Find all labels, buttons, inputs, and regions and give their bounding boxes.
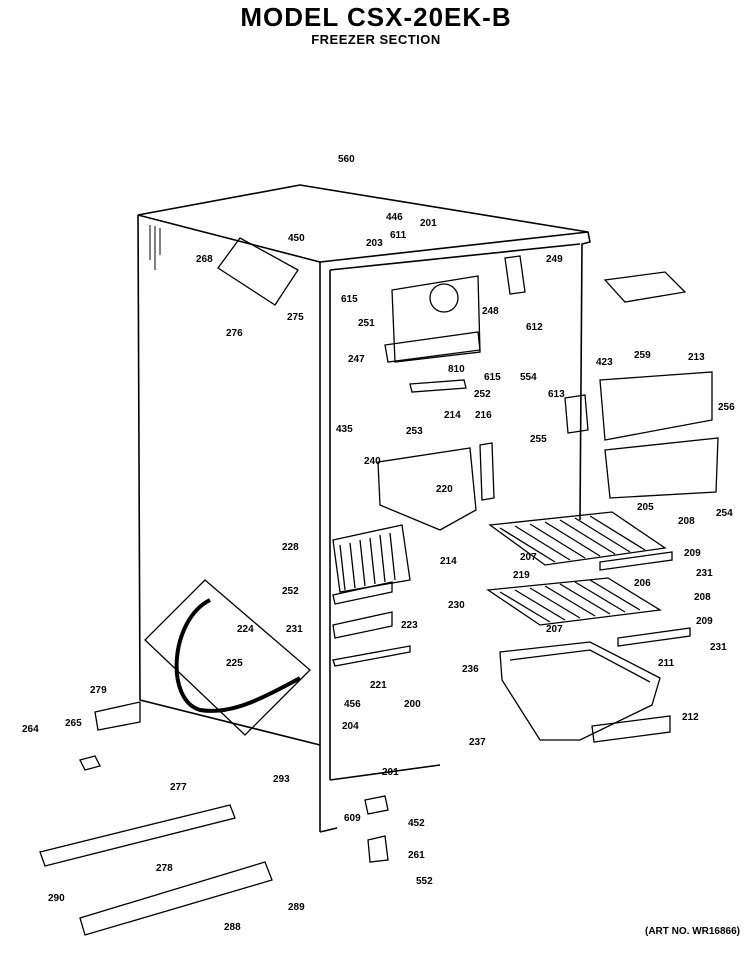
part-259: 259 (634, 350, 651, 361)
part-207-lower: 207 (546, 624, 563, 635)
part-236: 236 (462, 664, 479, 675)
part-206: 206 (634, 578, 651, 589)
part-212: 212 (682, 712, 699, 723)
part-609: 609 (344, 813, 361, 824)
part-213: 213 (688, 352, 705, 363)
part-247: 247 (348, 354, 365, 365)
part-255: 255 (530, 434, 547, 445)
part-201-top: 201 (420, 218, 437, 229)
part-208-upper: 208 (678, 516, 695, 527)
art-number: (ART NO. WR16866) (644, 926, 740, 937)
parts-sketch (39, 237, 719, 936)
part-253: 253 (406, 426, 423, 437)
part-615-upper: 615 (341, 294, 358, 305)
part-293: 293 (273, 774, 290, 785)
part-211: 211 (658, 658, 675, 669)
part-277: 277 (170, 782, 187, 793)
part-209-upper: 209 (684, 548, 701, 559)
part-200: 200 (404, 699, 421, 710)
part-208-lower: 208 (694, 592, 711, 603)
part-611: 611 (390, 230, 407, 241)
part-279: 279 (90, 685, 107, 696)
part-209-lower: 209 (696, 616, 713, 627)
part-number-labels: 560 446 450 203 611 201 268 249 248 615 … (22, 154, 735, 933)
section-subtitle: FREEZER SECTION (311, 32, 441, 47)
model-title: MODEL CSX-20EK-B (240, 2, 512, 32)
part-204: 204 (342, 721, 359, 732)
part-203: 203 (366, 238, 383, 249)
part-289: 289 (288, 902, 305, 913)
part-205: 205 (637, 502, 654, 513)
part-249: 249 (546, 254, 563, 265)
part-207-upper: 207 (520, 552, 537, 563)
part-214-lower: 214 (440, 556, 457, 567)
part-446: 446 (386, 212, 403, 223)
part-256: 256 (718, 402, 735, 413)
part-251: 251 (358, 318, 375, 329)
part-240: 240 (364, 456, 381, 467)
part-435: 435 (336, 424, 353, 435)
part-613: 613 (548, 389, 565, 400)
part-560: 560 (338, 154, 355, 165)
part-554: 554 (520, 372, 537, 383)
part-615-lower: 615 (484, 372, 501, 383)
part-552: 552 (416, 876, 433, 887)
part-248: 248 (482, 306, 499, 317)
part-223: 223 (401, 620, 418, 631)
part-254: 254 (716, 508, 733, 519)
part-221: 221 (370, 680, 387, 691)
part-252-upper: 252 (474, 389, 491, 400)
part-423: 423 (596, 357, 613, 368)
part-275: 275 (287, 312, 304, 323)
part-612: 612 (526, 322, 543, 333)
part-264: 264 (22, 724, 39, 735)
part-288: 288 (224, 922, 241, 933)
part-456: 456 (344, 699, 361, 710)
part-237: 237 (469, 737, 486, 748)
part-224: 224 (237, 624, 254, 635)
part-201-bottom: 201 (382, 767, 399, 778)
part-230: 230 (448, 600, 465, 611)
part-450: 450 (288, 233, 305, 244)
part-278: 278 (156, 863, 173, 874)
part-220: 220 (436, 484, 453, 495)
part-225: 225 (226, 658, 243, 669)
part-231-b: 231 (286, 624, 303, 635)
part-231-a: 231 (696, 568, 713, 579)
part-452: 452 (408, 818, 425, 829)
part-261: 261 (408, 850, 425, 861)
part-810: 810 (448, 364, 465, 375)
part-219: 219 (513, 570, 530, 581)
part-216: 216 (475, 410, 492, 421)
cabinet-outline (137, 184, 591, 833)
part-252-lower: 252 (282, 586, 299, 597)
part-290: 290 (48, 893, 65, 904)
part-268: 268 (196, 254, 213, 265)
part-231-c: 231 (710, 642, 727, 653)
part-276: 276 (226, 328, 243, 339)
part-228: 228 (282, 542, 299, 553)
part-265: 265 (65, 718, 82, 729)
part-214-upper: 214 (444, 410, 461, 421)
